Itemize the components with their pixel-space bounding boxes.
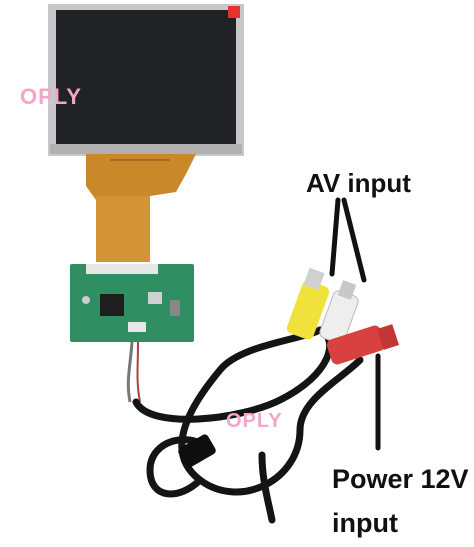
av-input-label: AV input — [306, 168, 411, 198]
cable-plug — [178, 434, 216, 468]
watermark: OPLY — [20, 84, 82, 109]
rca-red — [326, 324, 400, 365]
power-input-label-line1: Power 12V — [332, 464, 469, 494]
driver-board — [70, 264, 194, 342]
power-input-label-line2: input — [332, 508, 398, 538]
board-wires — [126, 341, 141, 403]
pointer-lines — [329, 197, 381, 451]
watermark: OPLY — [226, 410, 283, 432]
lcd-panel — [48, 4, 244, 156]
flex-cable — [86, 154, 196, 262]
rca-yellow — [286, 267, 330, 340]
rca-white — [319, 280, 359, 344]
